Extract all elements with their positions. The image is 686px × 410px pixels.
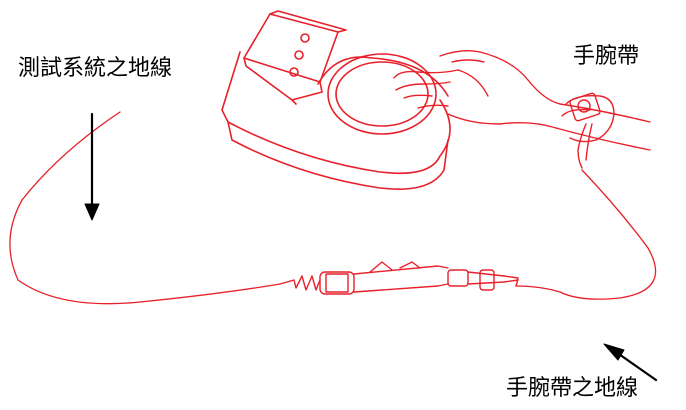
hand-outline	[393, 49, 561, 129]
alligator-clip	[279, 261, 519, 295]
arrow-test-ground-head	[84, 203, 100, 221]
wrist-strap-ground-label: 手腕帶之地線	[506, 376, 639, 401]
arrow-strap-ground-head	[603, 343, 625, 361]
wrist-strap-label: 手腕帶	[573, 44, 640, 69]
arrow-strap-ground	[614, 350, 658, 382]
wrist-strap	[555, 92, 651, 169]
tester-device	[221, 10, 451, 190]
test-system-ground-label: 測試系統之地線	[18, 56, 173, 81]
ground-wires	[9, 111, 657, 305]
